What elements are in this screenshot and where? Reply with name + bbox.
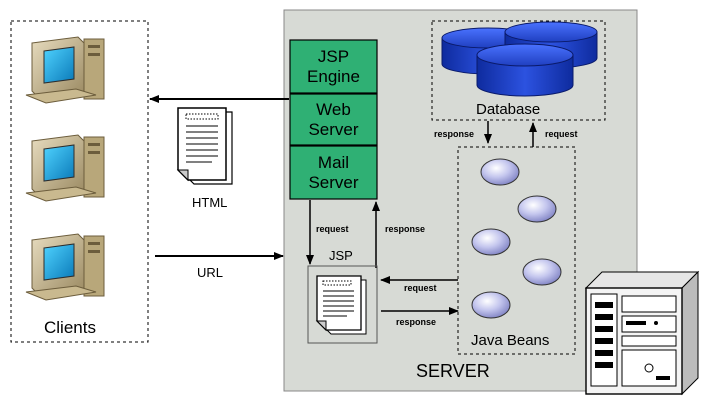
- jsp-box: [307, 265, 378, 344]
- server-tower-icon: [584, 270, 700, 396]
- web-server-label: Web Server: [308, 99, 359, 139]
- jsp-label: JSP: [329, 248, 353, 263]
- database-group: [431, 20, 606, 121]
- request-stack-to-jsp-label: request: [316, 224, 349, 234]
- web-server-box: [289, 93, 378, 146]
- mail-server-box: [289, 145, 378, 200]
- jsp-engine-box: [289, 39, 378, 94]
- computer-icon: [25, 134, 105, 202]
- bean-icon: [471, 291, 511, 319]
- server-label: SERVER: [416, 361, 490, 381]
- document-icon: [315, 275, 367, 335]
- document-icon: [176, 107, 233, 185]
- java-beans-label: Java Beans: [471, 332, 550, 349]
- response-jsp-to-beans-label: response: [396, 317, 437, 327]
- bean-icon: [480, 158, 520, 186]
- url-label: URL: [197, 265, 224, 280]
- computer-icon: [25, 36, 105, 104]
- request-beans-to-db-label: request: [545, 129, 578, 139]
- computer-icon: [25, 233, 105, 301]
- clients-label: Clients: [44, 318, 96, 337]
- database-label: Database: [476, 101, 541, 118]
- response-db-to-beans-label: response: [434, 129, 475, 139]
- bean-icon: [471, 228, 511, 256]
- bean-icon: [522, 258, 562, 286]
- jsp-engine-label: JSP Engine: [307, 46, 360, 86]
- bean-icon: [517, 195, 557, 223]
- database-cylinder-icon: [476, 43, 574, 97]
- response-jsp-to-stack-label: response: [385, 224, 426, 234]
- html-label: HTML: [192, 195, 228, 210]
- request-beans-to-jsp-label: request: [404, 283, 437, 293]
- mail-server-label: Mail Server: [308, 152, 359, 192]
